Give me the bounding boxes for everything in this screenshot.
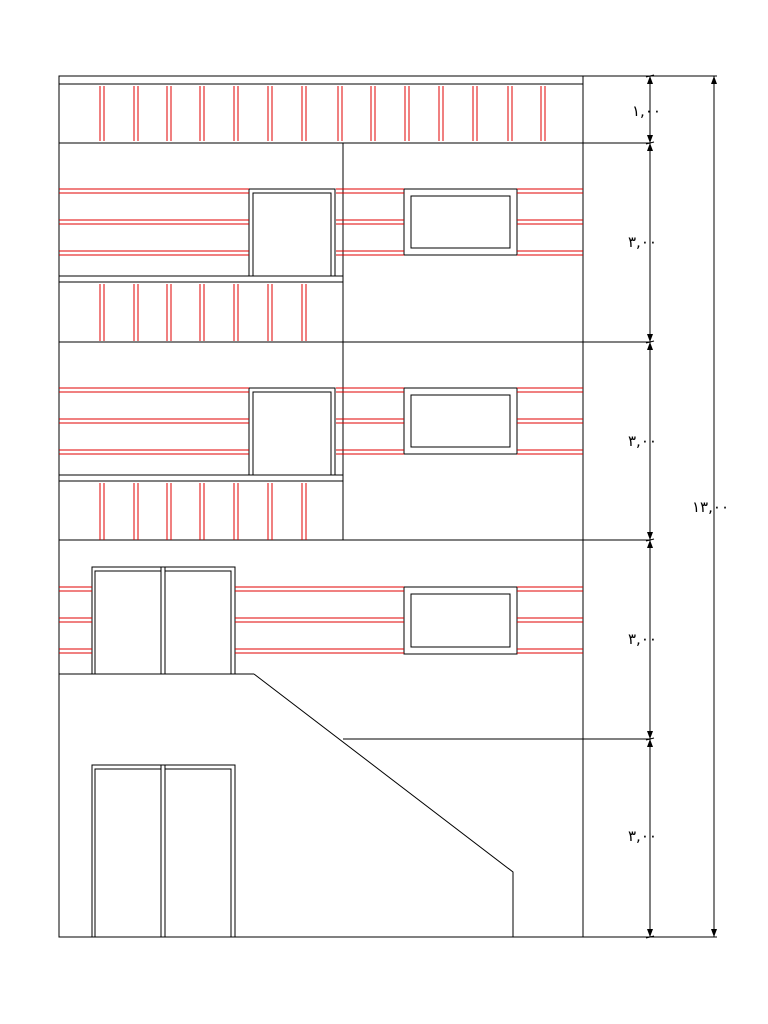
dimension-arrow: [647, 731, 653, 739]
entrance-door-leaf-left: [94, 768, 162, 938]
dimension-tick: [645, 340, 655, 344]
window-frame: [403, 188, 518, 256]
dimension-tick: [645, 737, 655, 741]
balcony-door-leaf: [252, 192, 332, 277]
dimension-arrow: [647, 334, 653, 342]
door-leaf-left: [94, 570, 162, 675]
window-frame: [403, 586, 518, 655]
entrance-door-leaf-right: [164, 768, 232, 938]
dimension-tick: [645, 538, 655, 542]
dimension-arrow: [647, 342, 653, 350]
dimension-arrow: [647, 135, 653, 143]
dimension-tick: [645, 935, 655, 939]
facade-cladding-lines: [59, 86, 583, 654]
balcony-door-frame: [248, 188, 336, 277]
entrance-door-frame: [91, 764, 236, 938]
dimension-arrow: [647, 76, 653, 84]
double-door-frame: [91, 566, 236, 675]
dimension-arrow: [711, 76, 717, 84]
dimension-label-total: ۱۳,۰۰: [692, 498, 729, 516]
dimension-arrow: [647, 929, 653, 937]
dimension-label-floor-3: ۳,۰۰: [628, 233, 657, 251]
dimension-arrow: [647, 532, 653, 540]
dimension-label-floor-2: ۳,۰۰: [628, 432, 657, 450]
dimension-arrow: [647, 739, 653, 747]
dimension-tick: [645, 74, 655, 78]
staircase-slope: [253, 673, 514, 937]
window-glass: [410, 394, 511, 448]
dimension-label-ground: ۳,۰۰: [628, 827, 657, 845]
elevation-outline: [58, 75, 650, 938]
window-glass: [410, 593, 511, 648]
dimension-arrow: [711, 929, 717, 937]
dimension-arrow: [647, 143, 653, 151]
dimension-tick: [645, 141, 655, 145]
balcony-door-frame: [248, 387, 336, 476]
window-glass: [410, 195, 511, 249]
dimension-label-floor-1: ۳,۰۰: [628, 630, 657, 648]
dimension-arrow: [647, 540, 653, 548]
dimension-label-roof: ۱,۰۰: [632, 102, 661, 120]
dimension-lines: [583, 74, 717, 939]
window-frame: [403, 387, 518, 455]
balcony-door-leaf: [252, 391, 332, 476]
door-leaf-right: [164, 570, 232, 675]
